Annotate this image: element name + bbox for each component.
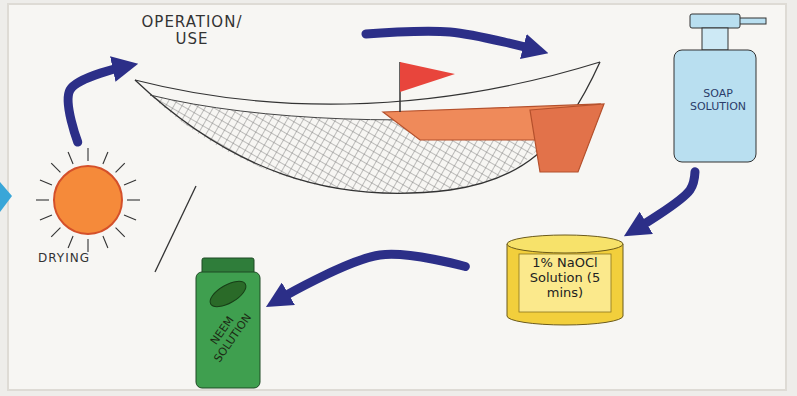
sun-ray bbox=[51, 228, 60, 237]
soap-bottle: SOAP SOLUTION bbox=[668, 10, 768, 166]
neem-bottle: NEEM SOLUTION bbox=[188, 252, 268, 392]
flow-arrow bbox=[68, 66, 125, 142]
solution-jar: 1% NaOCl Solution (5 mins) bbox=[503, 232, 627, 328]
sun-ray bbox=[51, 163, 60, 172]
node-label: OPERATION/ USE bbox=[128, 14, 256, 49]
drying-sun: DRYING bbox=[28, 150, 148, 272]
sun-rays bbox=[36, 148, 140, 252]
sun-ray bbox=[127, 199, 140, 200]
boat-stern bbox=[530, 104, 604, 172]
boat-flag bbox=[400, 62, 455, 92]
node-label: DRYING bbox=[28, 252, 100, 266]
flow-arrow bbox=[366, 31, 536, 50]
flow-arrow bbox=[635, 172, 695, 230]
sun-ray bbox=[124, 215, 136, 220]
sun-ray bbox=[68, 152, 73, 164]
flow-arrow bbox=[277, 254, 465, 300]
sun-ray bbox=[116, 163, 125, 172]
paper-sheet bbox=[8, 4, 786, 390]
sun-ray bbox=[103, 236, 108, 248]
node-label: SOAP SOLUTION bbox=[678, 88, 758, 113]
sun-ray bbox=[68, 236, 73, 248]
sun-ray bbox=[40, 180, 52, 185]
sun-disc bbox=[54, 166, 122, 234]
sun-ray bbox=[116, 228, 125, 237]
sun-ray bbox=[36, 199, 49, 200]
neem-leaf bbox=[206, 276, 250, 312]
bottle-neck bbox=[702, 28, 728, 50]
jar-body bbox=[507, 244, 623, 325]
jar-label bbox=[519, 254, 611, 312]
sun-ray bbox=[87, 148, 88, 161]
divider-stroke bbox=[155, 186, 196, 272]
net-rope bbox=[135, 62, 600, 104]
pump-head bbox=[690, 14, 740, 28]
sun-ray bbox=[103, 152, 108, 164]
slide-marker bbox=[0, 182, 12, 212]
jar-lid bbox=[507, 235, 623, 253]
sun-ray bbox=[40, 215, 52, 220]
net-rim bbox=[135, 62, 600, 193]
node-label: 1% NaOCl Solution (5 mins) bbox=[525, 256, 605, 301]
bottle-body bbox=[196, 272, 260, 388]
sun-ray bbox=[124, 180, 136, 185]
sun-ray bbox=[87, 239, 88, 252]
stage-heading: OPERATION/ USE bbox=[128, 12, 256, 64]
